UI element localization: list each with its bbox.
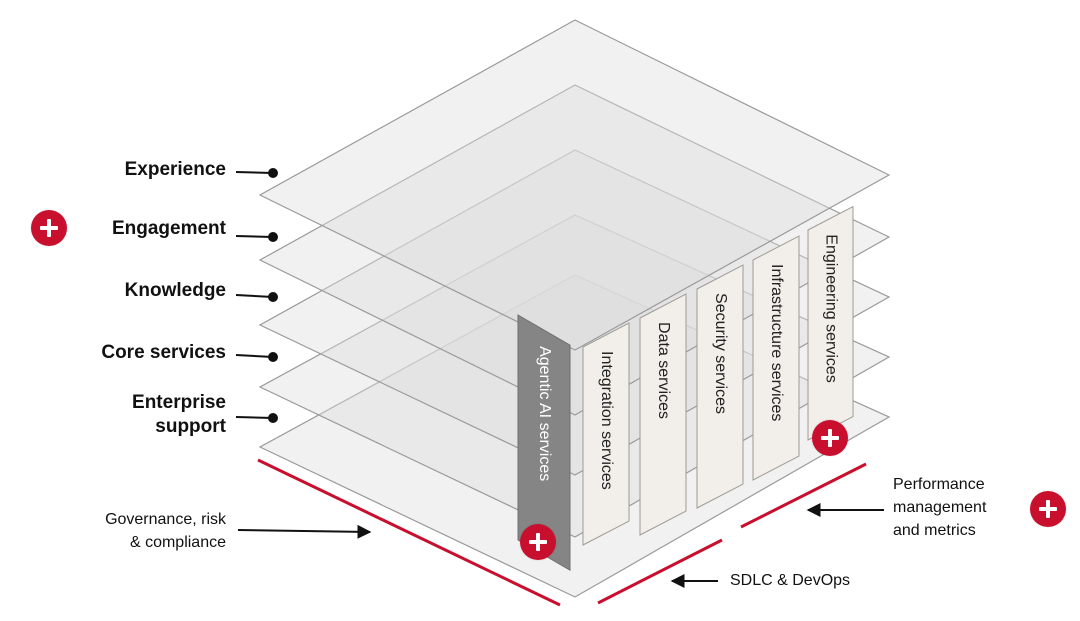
plus-icon-engineering-services [812,420,848,456]
leader-dot-engagement [268,232,278,242]
pillar-label-agentic-ai-services: Agentic AI services [536,346,553,481]
plus-icon-agentic-ai-services [520,524,556,560]
annotation-arrows [237,503,884,588]
pillar-infrastructure-services [752,235,800,481]
governance-line-2: & compliance [129,534,226,551]
plane-experience [258,19,891,351]
plane-engagement [258,84,891,416]
enterprise-support-line-2: support [155,416,226,437]
layer-label-engagement: Engagement [111,218,226,239]
layer-label-experience: Experience [124,159,226,180]
enterprise-support-line-1: Enterprise [132,392,226,413]
base-lines [257,458,867,607]
sdlc-baseline [597,538,723,605]
pillar-label-infrastructure-services: Infrastructure services [768,264,785,421]
governance-arrow [237,524,372,539]
leader-core-services [235,354,274,358]
layer-label-knowledge: Knowledge [124,280,226,301]
leader-engagement [235,235,274,238]
layer-leaders [235,168,278,423]
performance-line-3: and metrics [893,522,976,539]
governance-label: Governance, risk & compliance [54,508,226,554]
layer-label-core-services: Core services [101,342,226,363]
performance-line-1: Performance [893,476,985,493]
governance-baseline [257,458,561,607]
leader-dot-core-services [268,352,278,362]
leader-dot-enterprise-support [268,413,278,423]
pillar-label-data-services: Data services [655,322,672,419]
pillar-label-engineering-services: Engineering services [822,234,839,383]
performance-line-2: management [893,499,987,516]
service-pillars: Agentic AI services Integration services D… [517,205,854,572]
pillar-label-integration-services: Integration services [598,351,615,490]
sdlc-label: SDLC & DevOps [730,572,851,589]
performance-baseline [740,462,867,529]
plus-icon-performance-management [1030,491,1066,527]
layer-label-enterprise-support: Enterprise support [132,391,226,439]
leader-experience [235,171,274,174]
pillar-label-security-services: Security services [712,293,729,414]
performance-label: Performance management and metrics [893,473,986,542]
pillar-integration-services [582,322,630,546]
plus-icon-engagement [31,210,67,246]
leader-dot-knowledge [268,292,278,302]
pillar-engineering-services [807,205,854,441]
pillar-security-services [696,264,744,509]
leader-enterprise-support [235,416,274,419]
leader-knowledge [235,294,274,298]
pillar-data-services [639,293,687,536]
governance-line-1: Governance, risk [105,511,226,528]
leader-dot-experience [268,168,278,178]
pillar-agentic-ai-services [517,314,571,572]
